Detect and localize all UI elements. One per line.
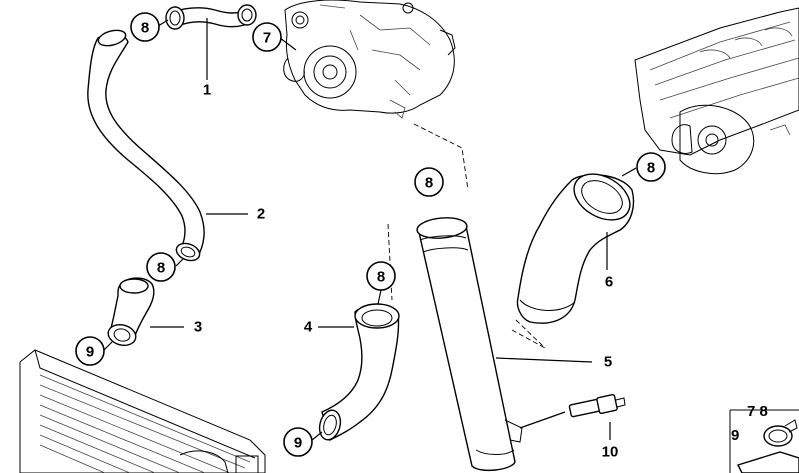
part-label-4: 4 — [304, 319, 313, 336]
leader-lines — [103, 18, 637, 441]
svg-text:8: 8 — [157, 260, 165, 277]
clamp-legend: 7 8 9 — [729, 403, 799, 473]
hose-2 — [87, 29, 205, 262]
part-label-5: 5 — [604, 354, 612, 371]
callout-8-hose2-bottom: 8 — [146, 252, 176, 282]
intercooler-illustration — [19, 349, 266, 473]
callout-8-hose4: 8 — [366, 261, 396, 291]
svg-text:8: 8 — [377, 269, 385, 286]
part-label-3: 3 — [194, 319, 202, 336]
svg-text:8: 8 — [647, 160, 655, 177]
callout-8-right: 8 — [636, 152, 666, 182]
callout-9-hose4: 9 — [283, 427, 313, 457]
hose-4 — [318, 303, 400, 442]
svg-text:8: 8 — [425, 175, 433, 192]
part-label-1: 1 — [203, 82, 211, 99]
legend-clamp-numbers-line2: 9 — [731, 427, 739, 444]
callout-9-hose3: 9 — [75, 336, 105, 366]
turbocharger-illustration — [283, 0, 456, 119]
svg-text:7: 7 — [263, 30, 271, 47]
svg-text:8: 8 — [141, 20, 149, 37]
svg-text:9: 9 — [86, 344, 94, 361]
hose-6 — [515, 173, 635, 349]
pipe-5 — [387, 123, 546, 472]
callout-7-top: 7 — [252, 22, 282, 52]
callout-8-top-left: 8 — [130, 12, 160, 42]
callout-8-pipe-top: 8 — [414, 167, 444, 197]
part-label-6: 6 — [605, 274, 613, 291]
legend-clamp-numbers-line1: 7 8 — [747, 403, 768, 420]
intake-manifold-illustration — [634, 7, 799, 175]
part-label-10: 10 — [602, 444, 619, 461]
hose-3 — [107, 277, 155, 347]
hose-1 — [165, 4, 257, 30]
sensor-10 — [519, 393, 626, 429]
hose-clamp-icon — [763, 425, 793, 447]
part-label-2: 2 — [257, 206, 265, 223]
svg-text:9: 9 — [294, 435, 302, 452]
